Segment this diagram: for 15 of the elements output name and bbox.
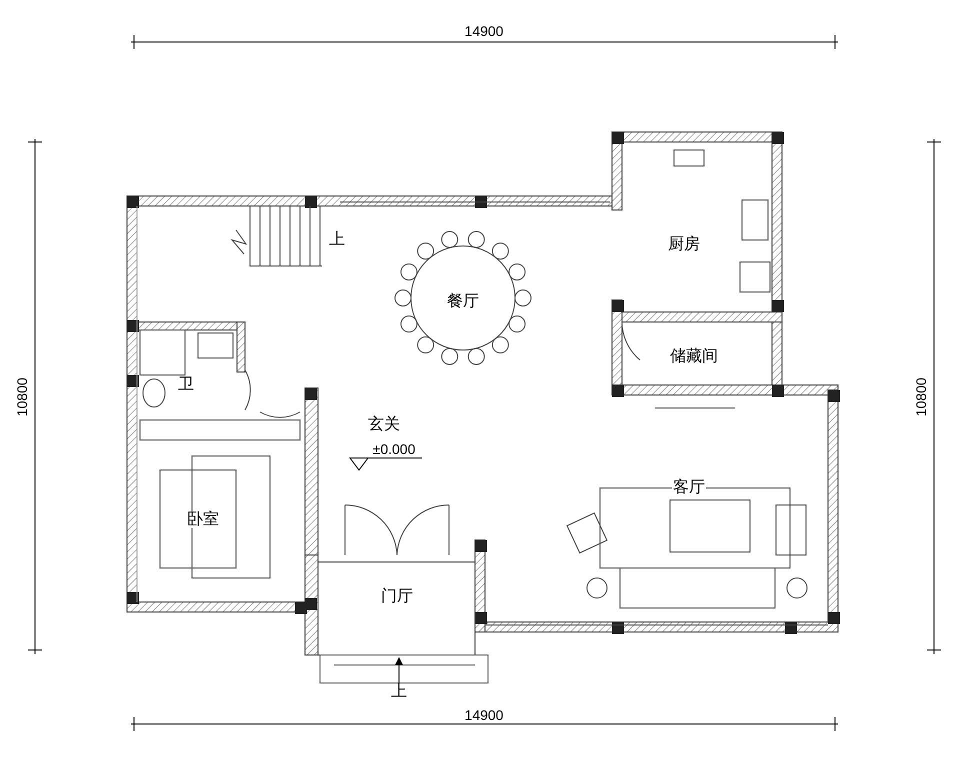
room-label: 上	[390, 684, 408, 700]
room-label: 门厅	[380, 589, 414, 605]
room-label: 厨房	[667, 237, 701, 253]
room-label: 客厅	[672, 480, 706, 496]
dimension-text: 14900	[464, 708, 504, 722]
room-label: 储藏间	[669, 349, 719, 365]
dimension-text: 10800	[914, 376, 928, 418]
room-label: 卧室	[186, 512, 220, 528]
dimension-text: 10800	[15, 376, 29, 418]
room-label: 玄关	[367, 417, 401, 433]
room-label: 上	[328, 232, 346, 248]
elevation-text: ±0.000	[372, 442, 416, 456]
dimension-text: 14900	[464, 24, 504, 38]
room-label: 餐厅	[446, 294, 480, 310]
room-label: 卫	[177, 377, 195, 393]
